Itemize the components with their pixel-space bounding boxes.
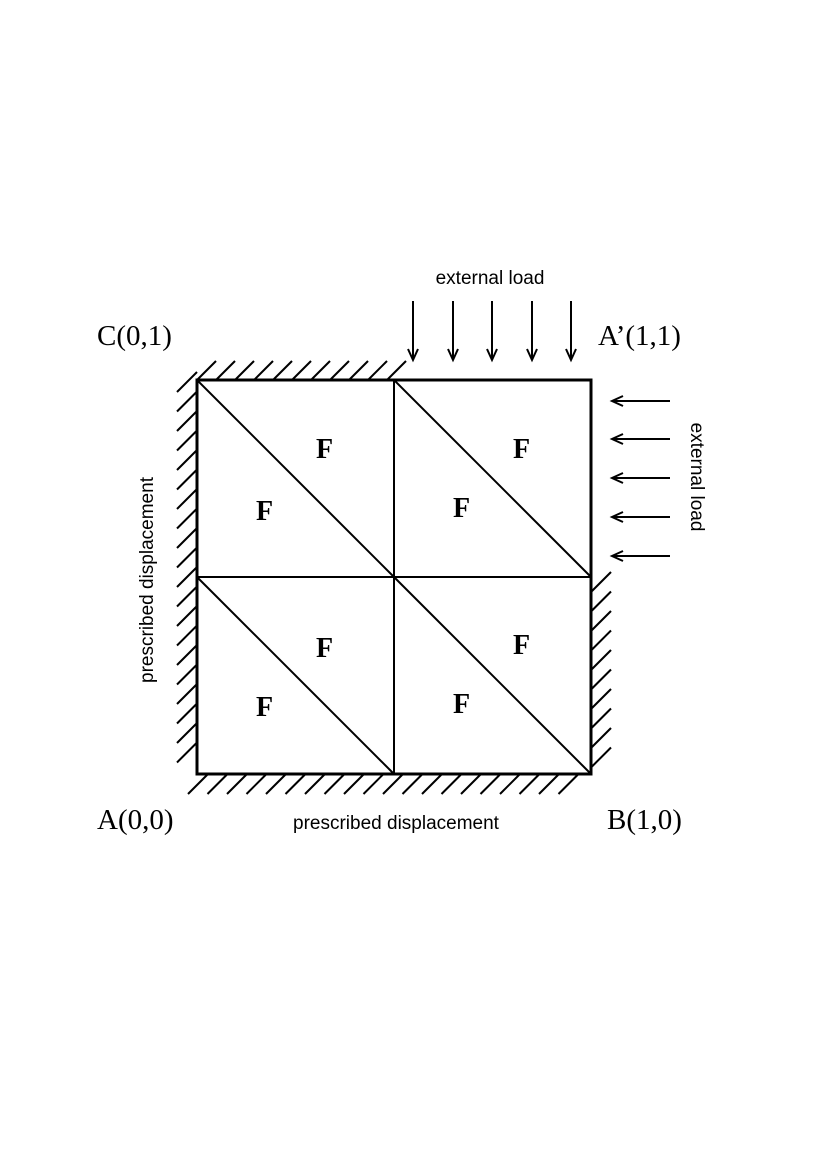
hatch-stroke	[557, 773, 580, 795]
bottom-displacement-label: prescribed displacement	[293, 813, 500, 834]
hatch-stroke	[343, 773, 365, 795]
hatch-stroke	[176, 410, 198, 432]
hatch-stroke	[367, 360, 388, 381]
hatch-stroke	[176, 644, 198, 666]
hatch-stroke	[176, 527, 198, 549]
corner-label-c: C(0,1)	[97, 320, 172, 352]
element-label: F	[453, 689, 470, 720]
hatch-stroke	[348, 360, 369, 381]
hatch-stroke	[176, 663, 198, 686]
hatch-stroke	[304, 773, 326, 795]
hatch-stroke	[538, 773, 560, 795]
hatch-stroke	[196, 360, 217, 381]
element-label: F	[256, 496, 273, 527]
top-load-arrows	[407, 301, 577, 363]
hatch-stroke	[176, 702, 198, 725]
mesh-diagonal-top-left	[196, 379, 395, 578]
hatch-stroke	[499, 773, 521, 795]
hatch-stroke	[590, 649, 612, 671]
top-support-hatching	[196, 360, 407, 381]
hatch-stroke	[272, 360, 293, 381]
hatch-stroke	[215, 360, 236, 381]
hatch-stroke	[590, 590, 612, 613]
hatch-stroke	[176, 566, 198, 588]
hatch-stroke	[440, 773, 463, 795]
bottom-support-hatching	[187, 773, 580, 795]
hatch-stroke	[176, 507, 198, 530]
element-label: F	[453, 493, 470, 524]
hatch-stroke	[382, 773, 404, 795]
mesh-diagonal-bottom-left	[196, 576, 395, 775]
hatch-stroke	[176, 722, 198, 744]
hatch-stroke	[590, 571, 612, 593]
arrow-head	[609, 433, 624, 445]
arrow-head	[447, 348, 459, 363]
hatch-stroke	[176, 371, 198, 393]
hatch-stroke	[176, 683, 198, 705]
right-load-label: external load	[686, 423, 707, 532]
hatch-stroke	[590, 668, 612, 691]
hatch-stroke	[590, 746, 612, 769]
hatch-stroke	[284, 773, 307, 795]
arrow-head	[609, 472, 624, 484]
hatch-stroke	[590, 688, 612, 710]
left-support-hatching	[176, 371, 198, 764]
arrow-head	[486, 348, 498, 363]
top-load-label: external load	[436, 268, 545, 289]
element-label: F	[316, 434, 333, 465]
right-support-hatching	[590, 571, 612, 769]
arrow-head	[565, 348, 577, 363]
hatch-stroke	[176, 468, 198, 491]
element-label: F	[513, 630, 530, 661]
hatch-stroke	[234, 360, 255, 381]
hatch-stroke	[206, 773, 229, 795]
arrow-head	[407, 348, 419, 363]
hatch-stroke	[176, 741, 198, 764]
hatch-stroke	[176, 429, 198, 452]
arrow-head	[609, 550, 624, 562]
mesh-diagonal-top-right	[393, 379, 592, 578]
hatch-stroke	[310, 360, 331, 381]
hatch-stroke	[401, 773, 424, 795]
hatch-stroke	[329, 360, 350, 381]
hatch-stroke	[460, 773, 482, 795]
element-label: F	[316, 633, 333, 664]
corner-label-a-prime: A’(1,1)	[598, 320, 681, 352]
hatch-stroke	[176, 449, 198, 471]
hatch-stroke	[187, 773, 209, 795]
hatch-stroke	[590, 629, 612, 652]
corner-label-b: B(1,0)	[607, 804, 682, 836]
arrow-head	[609, 395, 624, 407]
element-label: F	[513, 434, 530, 465]
hatch-stroke	[323, 773, 346, 795]
hatch-stroke	[245, 773, 268, 795]
left-displacement-label: prescribed displacement	[137, 476, 158, 683]
arrow-head	[609, 511, 624, 523]
right-load-arrows	[609, 395, 670, 562]
hatch-stroke	[176, 624, 198, 647]
hatch-stroke	[291, 360, 312, 381]
hatch-stroke	[590, 727, 612, 749]
mesh-diagonal-bottom-right	[393, 576, 592, 775]
hatch-stroke	[176, 605, 198, 627]
corner-label-a: A(0,0)	[97, 804, 174, 836]
hatch-stroke	[386, 360, 407, 381]
hatch-stroke	[253, 360, 274, 381]
element-label: F	[256, 692, 273, 723]
hatch-stroke	[176, 585, 198, 608]
hatch-stroke	[176, 546, 198, 569]
hatch-stroke	[479, 773, 502, 795]
hatch-stroke	[590, 610, 612, 632]
hatch-stroke	[518, 773, 541, 795]
arrow-head	[526, 348, 538, 363]
hatch-stroke	[265, 773, 287, 795]
hatch-stroke	[176, 390, 198, 413]
hatch-stroke	[176, 488, 198, 510]
hatch-stroke	[226, 773, 248, 795]
hatch-stroke	[421, 773, 443, 795]
hatch-stroke	[362, 773, 385, 795]
hatch-stroke	[590, 707, 612, 730]
